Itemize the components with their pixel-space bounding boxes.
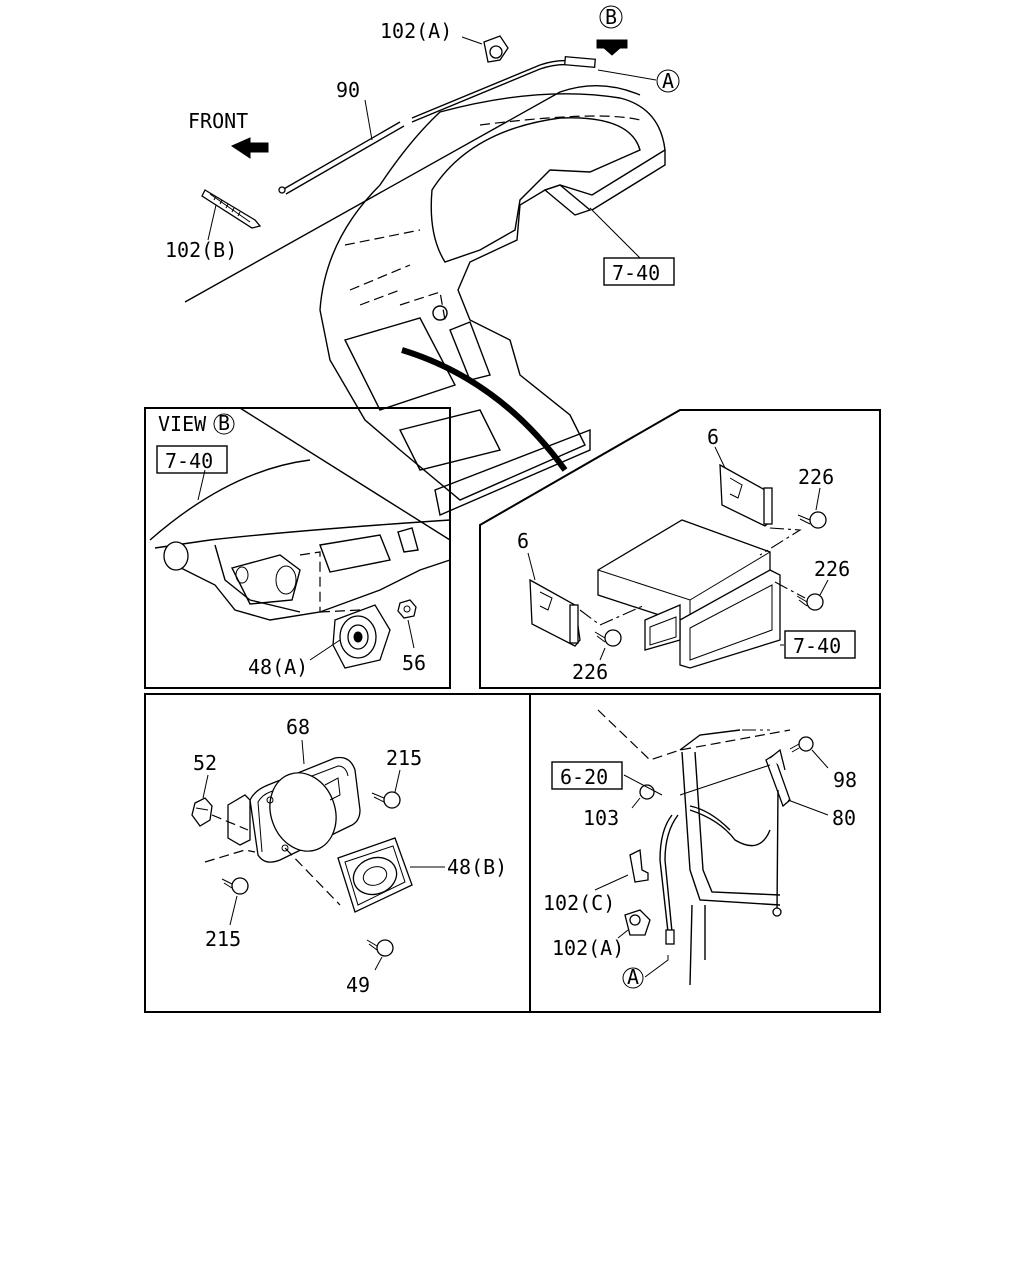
view-b-panel: [144, 407, 451, 689]
front-arrow: [230, 137, 269, 159]
label-56: 56: [402, 651, 426, 675]
label-48b: 48(B): [447, 855, 507, 879]
box-6-20: [551, 761, 623, 790]
label-49: 49: [346, 973, 370, 997]
label-68: 68: [286, 715, 310, 739]
label-98: 98: [833, 768, 857, 792]
ref-a-bottom-circle: [622, 967, 644, 989]
label-ref-b-top: B: [605, 5, 617, 29]
clip-102b: [201, 189, 262, 241]
ref-b-top-circle: [599, 5, 623, 29]
label-6-20: 6-20: [560, 765, 608, 789]
clamp-102a-top: [461, 35, 509, 63]
label-215-lower: 215: [205, 927, 241, 951]
box-7-40-top: [603, 257, 675, 286]
view-b-arrow: [596, 39, 628, 56]
instrument-panel-overview: [184, 85, 666, 516]
label-view: VIEW: [158, 412, 207, 436]
label-102b: 102(B): [165, 238, 237, 262]
label-7-40-bracket: 7-40: [793, 634, 841, 658]
label-6-lower: 6: [517, 529, 529, 553]
label-7-40-view: 7-40: [165, 449, 213, 473]
label-48a: 48(A): [248, 655, 308, 679]
antenna-routing: [594, 709, 829, 986]
label-ref-a-top: A: [662, 69, 674, 93]
label-front: FRONT: [188, 109, 248, 133]
rear-speaker-assembly: [191, 739, 445, 971]
label-ref-b-view: B: [218, 411, 230, 435]
ref-a-top-circle: [656, 69, 680, 93]
radio-bracket-panel: [479, 409, 881, 689]
label-102a-bottom: 102(A): [552, 936, 624, 960]
label-103: 103: [583, 806, 619, 830]
label-102c: 102(C): [543, 891, 615, 915]
label-226-mid: 226: [814, 557, 850, 581]
bottom-frame: [144, 693, 881, 1013]
label-226-upper: 226: [798, 465, 834, 489]
antenna-cable-90: [278, 56, 657, 195]
label-80: 80: [832, 806, 856, 830]
label-215-upper: 215: [386, 746, 422, 770]
label-ref-a-bottom: A: [627, 965, 639, 989]
label-7-40-top: 7-40: [612, 261, 660, 285]
label-6-upper: 6: [707, 425, 719, 449]
box-7-40-bracket: [784, 630, 856, 659]
label-90: 90: [336, 78, 360, 102]
label-52: 52: [193, 751, 217, 775]
box-7-40-view: [156, 445, 228, 474]
label-102a-top: 102(A): [380, 19, 452, 43]
ref-b-view-circle: [213, 413, 235, 435]
label-226-lower: 226: [572, 660, 608, 684]
